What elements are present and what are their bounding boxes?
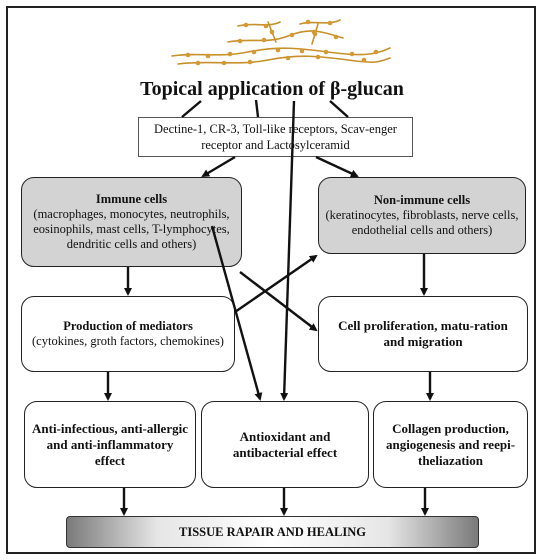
immune-cells-detail: (macrophages, monocytes, neutrophils, eo… bbox=[33, 207, 230, 251]
immune-cells-box: Immune cells (macrophages, monocytes, ne… bbox=[21, 177, 242, 267]
non-immune-cells-heading: Non-immune cells bbox=[373, 193, 471, 207]
cell-proliferation-box: Cell proliferation, matu-ration and migr… bbox=[318, 296, 528, 372]
mediators-box: Production of mediators (cytokines, grot… bbox=[21, 296, 235, 372]
receptors-box: Dectine-1, CR-3, Toll-like receptors, Sc… bbox=[138, 117, 413, 157]
anti-infectious-box: Anti-infectious, anti-allergic and anti-… bbox=[24, 401, 196, 488]
mediators-heading: Production of mediators bbox=[63, 319, 193, 333]
non-immune-cells-box: Non-immune cells (keratinocytes, fibrobl… bbox=[318, 177, 526, 254]
beta-glucan-molecule-illustration bbox=[171, 19, 391, 66]
antioxidant-box: Antioxidant and antibacterial effect bbox=[201, 401, 369, 488]
diagram-title: Topical application of β-glucan bbox=[140, 78, 404, 100]
non-immune-cells-detail: (keratinocytes, fibroblasts, nerve cells… bbox=[325, 208, 519, 237]
collagen-box: Collagen production, angiogenesis and re… bbox=[373, 401, 528, 488]
mediators-detail: (cytokines, groth factors, chemokines) bbox=[32, 334, 224, 348]
diagram-frame bbox=[6, 6, 536, 554]
tissue-repair-banner: TISSUE RAPAIR AND HEALING bbox=[66, 516, 479, 548]
immune-cells-heading: Immune cells bbox=[95, 192, 168, 206]
